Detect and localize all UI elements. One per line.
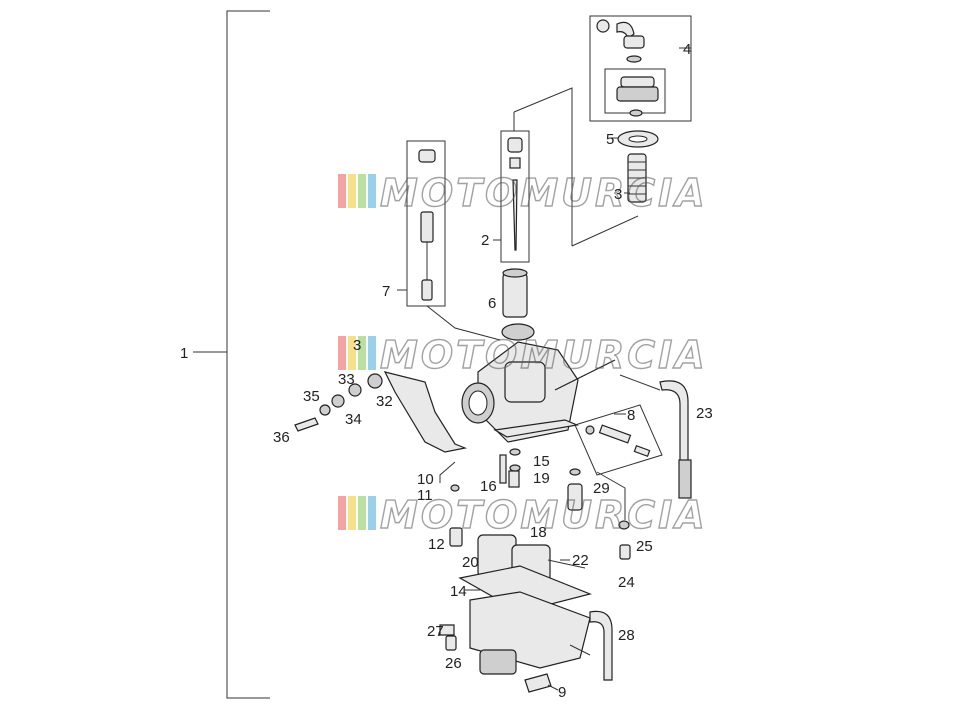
choke-lever — [294, 371, 468, 453]
leader-lines — [465, 137, 630, 691]
part-label-1: 1 — [180, 345, 188, 362]
part-label-6: 6 — [488, 295, 496, 312]
part-label-24: 24 — [618, 574, 635, 591]
part-label-3: 3 — [614, 186, 622, 203]
watermark-logo-1: MOTOMURCIA — [338, 170, 708, 216]
part-label-16: 16 — [480, 478, 497, 495]
part-label-25: 25 — [636, 538, 653, 555]
part-28-hose — [589, 610, 613, 681]
part-label-18: 18 — [530, 524, 547, 541]
part-label-22: 22 — [572, 552, 589, 569]
float-assembly — [458, 534, 592, 675]
part-label-26: 26 — [445, 655, 462, 672]
part-label-36: 36 — [273, 429, 290, 446]
part-label-8: 8 — [627, 407, 635, 424]
part-label-9: 9 — [558, 684, 566, 701]
part-label-2: 2 — [481, 232, 489, 249]
part-3-spring — [627, 153, 647, 203]
watermark-text: MOTOMURCIA — [380, 171, 708, 215]
part-label-27: 27 — [427, 623, 444, 640]
part-label-34: 34 — [345, 411, 362, 428]
part-label-19: 19 — [533, 470, 550, 487]
part-23-hose — [659, 380, 692, 499]
watermark-logo-3: MOTOMURCIA — [338, 492, 708, 538]
part-5-washer — [617, 130, 659, 148]
part-label-20: 20 — [462, 554, 479, 571]
part-label-35: 35 — [303, 388, 320, 405]
part-label-5: 5 — [606, 131, 614, 148]
watermark-text: MOTOMURCIA — [380, 333, 708, 377]
part-label-32: 32 — [376, 393, 393, 410]
part-label-7: 7 — [382, 283, 390, 300]
part-8-pilot-screw — [574, 404, 663, 476]
part-label-29: 29 — [593, 480, 610, 497]
carburetor-body — [461, 323, 616, 443]
part-label-11: 11 — [417, 487, 433, 504]
part-label-10: 10 — [417, 471, 434, 488]
part-label-33: 33 — [338, 371, 355, 388]
watermark-logo-2: MOTOMURCIA — [338, 332, 708, 378]
watermark-text: MOTOMURCIA — [380, 493, 708, 537]
part-label-3-lever: 3 — [353, 337, 361, 354]
group-boxes — [406, 15, 692, 307]
part-label-14: 14 — [450, 583, 467, 600]
part-label-4: 4 — [683, 41, 691, 58]
part-6-slide — [502, 268, 528, 318]
part-4-cap — [596, 19, 659, 117]
part-label-28: 28 — [618, 627, 635, 644]
part-7-plunger — [418, 149, 436, 301]
part-2-needle — [507, 137, 523, 251]
part-label-12: 12 — [428, 536, 445, 553]
assembly-bracket — [193, 10, 270, 699]
jets — [439, 448, 631, 693]
part-label-15: 15 — [533, 453, 550, 470]
part-label-23: 23 — [696, 405, 713, 422]
part-labels: 1 2 3 3 4 5 6 7 8 9 10 11 12 14 15 16 18… — [180, 41, 713, 701]
